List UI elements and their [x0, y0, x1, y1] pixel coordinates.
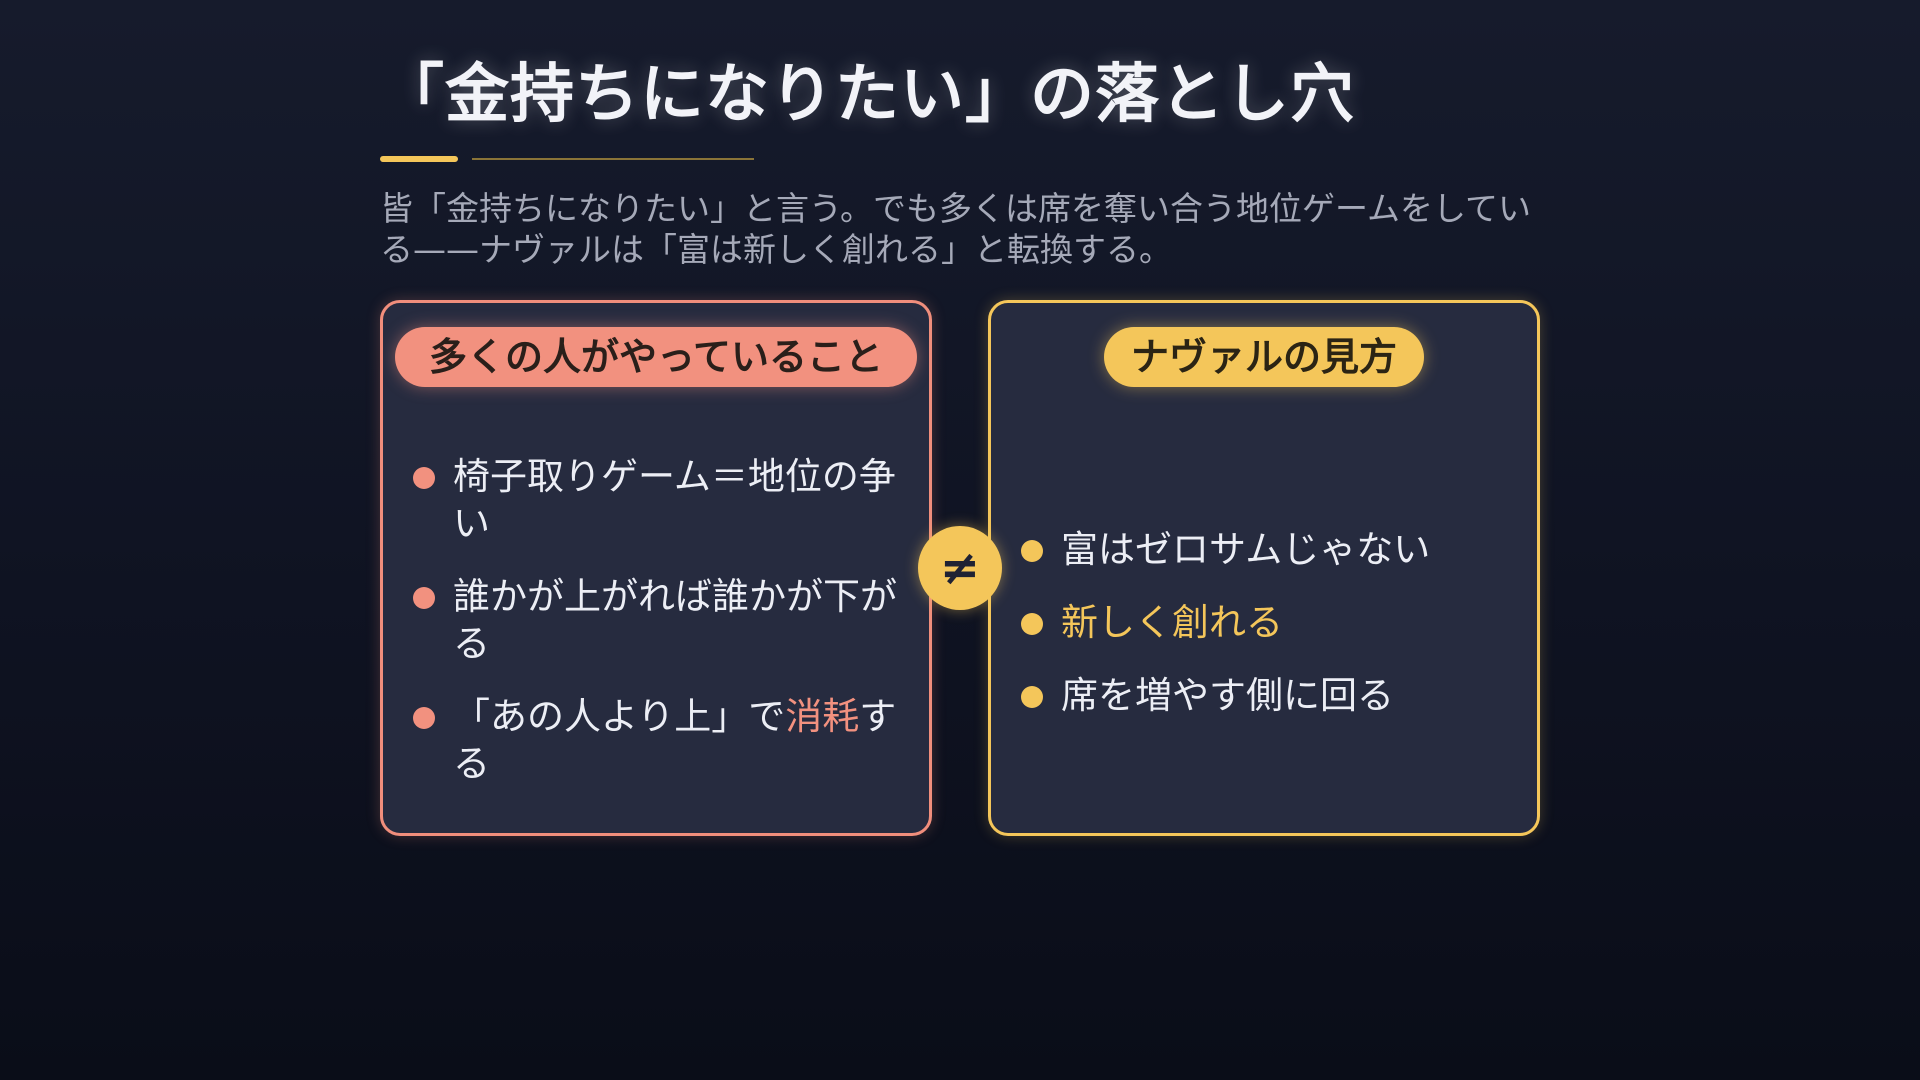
bullet-dot-icon	[1021, 613, 1043, 635]
panel-most-people: 多くの人がやっていること 椅子取りゲーム＝地位の争い 誰かが上がれば誰かが下がる…	[380, 300, 932, 836]
list-item-text: 椅子取りゲーム＝地位の争い	[453, 455, 896, 545]
most-people-list: 椅子取りゲーム＝地位の争い 誰かが上がれば誰かが下がる 「あの人より上」で消耗す…	[413, 453, 903, 813]
comparison-panels: 多くの人がやっていること 椅子取りゲーム＝地位の争い 誰かが上がれば誰かが下がる…	[380, 300, 1540, 840]
panel-heading-most-people: 多くの人がやっていること	[395, 327, 917, 387]
bullet-dot-icon	[413, 707, 435, 729]
panel-naval-view: ナヴァルの見方 富はゼロサムじゃない 新しく創れる 席を増やす側に回る	[988, 300, 1540, 836]
title-underline-accent	[380, 156, 458, 162]
bullet-dot-icon	[1021, 540, 1043, 562]
panel-heading-naval-view: ナヴァルの見方	[1104, 327, 1424, 387]
list-item: 「あの人より上」で消耗する	[413, 693, 903, 787]
list-item: 富はゼロサムじゃない	[1021, 526, 1511, 573]
list-item-text: する	[453, 695, 897, 785]
bullet-dot-icon	[413, 587, 435, 609]
bullet-dot-icon	[1021, 686, 1043, 708]
list-item: 席を増やす側に回る	[1021, 672, 1511, 719]
title-underline-rule	[472, 158, 754, 160]
slide: 「金持ちになりたい」の落とし穴 皆「金持ちになりたい」と言う。でも多くは席を奪い…	[380, 50, 1540, 840]
list-item-text: 富はゼロサムじゃない	[1061, 528, 1431, 571]
title-underline	[380, 154, 1540, 164]
list-item: 誰かが上がれば誰かが下がる	[413, 573, 903, 667]
naval-view-list: 富はゼロサムじゃない 新しく創れる 席を増やす側に回る	[1021, 526, 1511, 745]
slide-title: 「金持ちになりたい」の落とし穴	[380, 58, 1355, 132]
list-item: 椅子取りゲーム＝地位の争い	[413, 453, 903, 547]
list-item-text: 席を増やす側に回る	[1061, 674, 1394, 717]
slide-subtitle: 皆「金持ちになりたい」と言う。でも多くは席を奪い合う地位ゲームをしている——ナヴ…	[380, 189, 1532, 269]
list-item-highlight: 消耗	[785, 695, 860, 738]
bullet-dot-icon	[413, 467, 435, 489]
list-item-text: 「あの人より上」で	[453, 695, 786, 738]
list-item-highlight: 新しく創れる	[1061, 601, 1283, 644]
not-equal-icon: ≠	[918, 526, 1002, 610]
list-item: 新しく創れる	[1021, 599, 1511, 646]
list-item-text: 誰かが上がれば誰かが下がる	[453, 575, 897, 665]
